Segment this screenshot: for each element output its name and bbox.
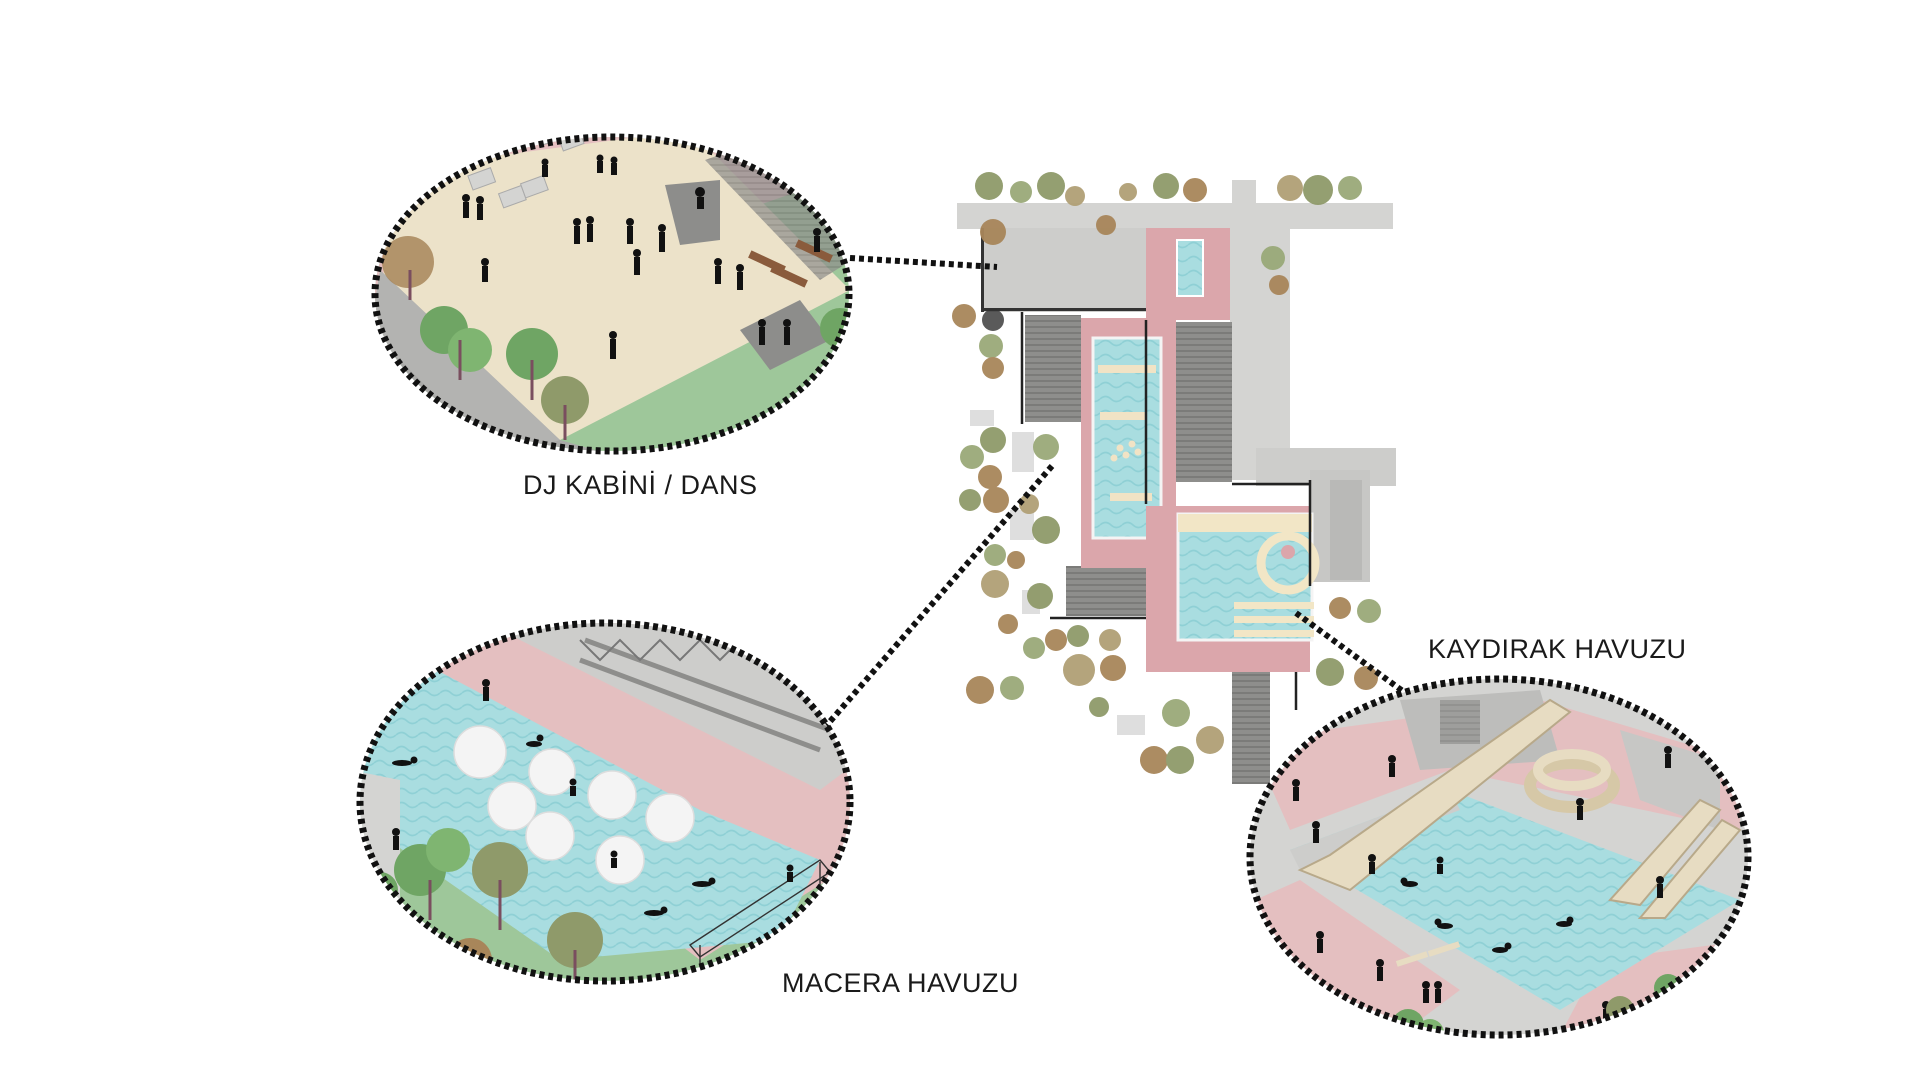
dj-dance-label: DJ KABİNİ / DANS: [523, 470, 758, 500]
dj-dance-callout: [371, 133, 853, 455]
macera-pool-callout: [356, 619, 854, 985]
swimmer-icon: [392, 679, 794, 916]
slide-pool-label: KAYDIRAK HAVUZU: [1428, 634, 1687, 664]
tree-icon: [952, 172, 1381, 774]
site-plan: [957, 180, 1396, 784]
callout-connectors: [817, 255, 1406, 735]
slide-pool-callout: [1246, 675, 1752, 1039]
swimmer-icon: [1292, 746, 1672, 1023]
entry-plaza: [981, 228, 1146, 312]
tree-icon: [382, 236, 849, 440]
macera-pool-label: MACERA HAVUZU: [782, 968, 1020, 998]
person-icon: [462, 154, 821, 359]
slide-icon: [1297, 698, 1742, 919]
top-walkway: [957, 203, 1393, 229]
